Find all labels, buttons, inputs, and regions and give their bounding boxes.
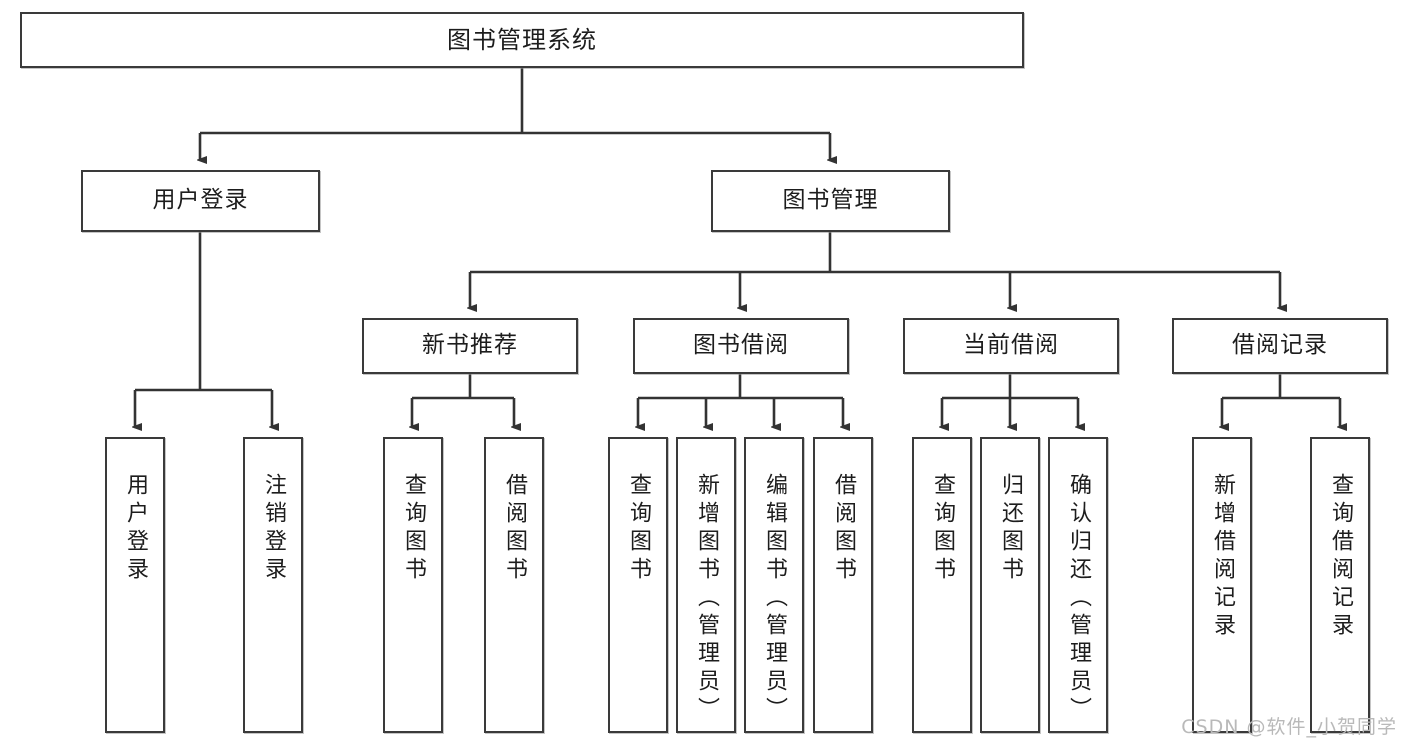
leaf-query-borrow-record[interactable]: 查询借阅记录 xyxy=(1310,437,1370,733)
node-user-login-label: 用户登录 xyxy=(152,187,249,214)
leaf-query-books-recommend[interactable]: 查询图书 xyxy=(383,437,443,733)
node-root-label: 图书管理系统 xyxy=(447,25,597,54)
leaf-query-books-borrow-label: 查询图书 xyxy=(626,473,651,585)
leaf-add-borrow-record-label: 新增借阅记录 xyxy=(1210,473,1235,641)
leaf-return-books[interactable]: 归还图书 xyxy=(980,437,1040,733)
node-root[interactable]: 图书管理系统 xyxy=(20,12,1024,68)
node-book-management-label: 图书管理 xyxy=(782,187,879,214)
leaf-query-books-current[interactable]: 查询图书 xyxy=(912,437,972,733)
leaf-borrow-books-label: 借阅图书 xyxy=(831,473,856,585)
node-borrow-records[interactable]: 借阅记录 xyxy=(1172,318,1388,374)
leaf-edit-book-admin-label: 编辑图书（管理员） xyxy=(762,473,787,725)
leaf-edit-book-admin[interactable]: 编辑图书（管理员） xyxy=(744,437,804,733)
leaf-add-book-admin[interactable]: 新增图书（管理员） xyxy=(676,437,736,733)
leaf-query-books-current-label: 查询图书 xyxy=(930,473,955,585)
leaf-query-books-recommend-label: 查询图书 xyxy=(401,473,426,585)
watermark: CSDN @软件_小贺同学 xyxy=(1181,716,1397,738)
leaf-add-book-admin-label: 新增图书（管理员） xyxy=(694,473,719,725)
leaf-return-books-label: 归还图书 xyxy=(998,473,1023,585)
leaf-add-borrow-record[interactable]: 新增借阅记录 xyxy=(1192,437,1252,733)
leaf-logout[interactable]: 注销登录 xyxy=(243,437,303,733)
node-new-book-recommend-label: 新书推荐 xyxy=(422,332,518,359)
leaf-query-borrow-record-label: 查询借阅记录 xyxy=(1328,473,1353,641)
leaf-query-books-borrow[interactable]: 查询图书 xyxy=(608,437,668,733)
node-new-book-recommend[interactable]: 新书推荐 xyxy=(362,318,578,374)
leaf-confirm-return-admin[interactable]: 确认归还（管理员） xyxy=(1048,437,1108,733)
node-user-login[interactable]: 用户登录 xyxy=(81,170,320,232)
leaf-user-login[interactable]: 用户登录 xyxy=(105,437,165,733)
leaf-confirm-return-admin-label: 确认归还（管理员） xyxy=(1066,473,1091,725)
node-book-management[interactable]: 图书管理 xyxy=(711,170,950,232)
leaf-logout-label: 注销登录 xyxy=(261,473,286,585)
node-current-borrow-label: 当前借阅 xyxy=(963,332,1059,359)
node-borrow-records-label: 借阅记录 xyxy=(1232,332,1328,359)
node-book-borrow-label: 图书借阅 xyxy=(693,332,789,359)
leaf-borrow-books-recommend-label: 借阅图书 xyxy=(502,473,527,585)
leaf-user-login-label: 用户登录 xyxy=(123,473,148,585)
node-book-borrow[interactable]: 图书借阅 xyxy=(633,318,849,374)
node-current-borrow[interactable]: 当前借阅 xyxy=(903,318,1119,374)
leaf-borrow-books-recommend[interactable]: 借阅图书 xyxy=(484,437,544,733)
leaf-borrow-books[interactable]: 借阅图书 xyxy=(813,437,873,733)
